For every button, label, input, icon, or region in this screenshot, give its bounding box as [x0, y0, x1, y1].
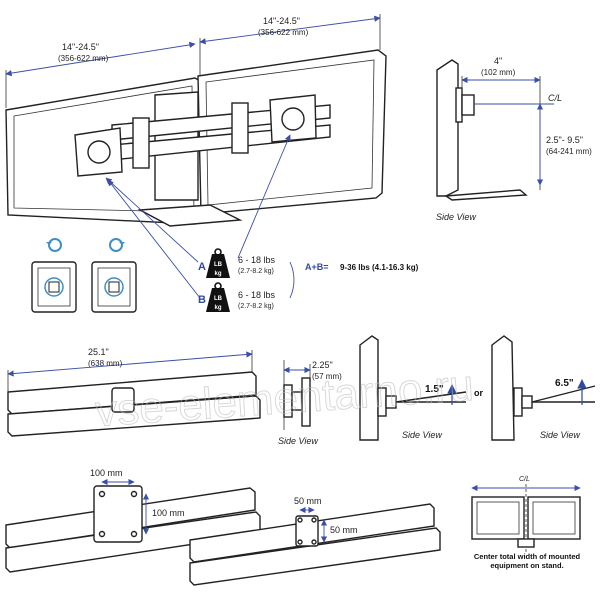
rotation-icons [31, 238, 137, 313]
vesa-100-width-label: 100 mm [90, 468, 123, 478]
rotation-icon-landscape [91, 238, 137, 313]
rotate-cw-icon [48, 238, 62, 252]
center-left-monitor [471, 496, 525, 540]
tilt-monitor-2 [491, 335, 515, 441]
callout-a-line-right [237, 134, 291, 259]
svg-text:LB: LB [214, 296, 223, 302]
side-view-caption-top: Side View [436, 212, 476, 222]
left-vesa-hub [87, 140, 111, 164]
left-width-label: 14"-24.5" [62, 42, 99, 52]
side-view-depth: 2.25" (57 mm) Side View [278, 360, 342, 446]
svg-text:LB: LB [214, 262, 223, 268]
depth-label: 2.25" [312, 360, 333, 370]
tilt-value-2: 6.5" [555, 378, 574, 389]
callout-b-line-left [107, 179, 201, 299]
centerline-label: C/L [548, 93, 562, 103]
bar-length-label: 25.1" [88, 347, 109, 357]
crossbar-length-view: 25.1" (638 mm) [7, 347, 261, 437]
vesa-50-plate [295, 515, 319, 547]
side-view-caption-2: Side View [402, 430, 442, 440]
side-height-mm-label: (64-241 mm) [546, 147, 592, 156]
weight-capacity: A LB kg 6 - 18 lbs (2.7-8.2 kg) B LB kg … [198, 248, 419, 312]
vesa-100-height-label: 100 mm [152, 508, 185, 518]
svg-text:kg: kg [214, 271, 221, 277]
weight-b-range-kg: (2.7-8.2 kg) [238, 303, 274, 310]
vesa-50-view: 50 mm 50 mm [189, 496, 441, 586]
weight-sum-label: A+B= [305, 262, 329, 272]
side-view-tilt-1: 1.5" Side View [359, 335, 467, 441]
dual-monitor-front-view [5, 49, 387, 227]
left-width-mm-label: (356-622 mm) [58, 54, 109, 63]
vesa-50-width-label: 50 mm [294, 496, 322, 506]
weight-sum-brace [289, 261, 295, 299]
right-width-mm-label: (356-622 mm) [258, 28, 309, 37]
side-view-caption-3: Side View [540, 430, 580, 440]
weight-sum-value: 9-36 lbs (4.1-16.3 kg) [340, 263, 419, 272]
watermark: vse-elementarno.ru [94, 361, 476, 436]
vesa-50-bar-lower [189, 527, 441, 586]
tilt-value-1: 1.5" [425, 384, 444, 395]
center-cl-label: C/L [519, 476, 530, 483]
side-view-caption-1: Side View [278, 436, 318, 446]
top-width-dimensions: 14"-24.5" (356-622 mm) 14"-24.5" (356-62… [5, 14, 381, 108]
weight-b-letter: B [198, 294, 206, 306]
or-label: or [474, 388, 483, 398]
side-width-mm-label: (102 mm) [481, 68, 516, 77]
weight-a-letter: A [198, 261, 206, 273]
side-view-tilt-2: 6.5" Side View [491, 335, 596, 441]
side-monitor-profile [436, 59, 459, 197]
callout-a-line [105, 177, 199, 263]
center-right-monitor [527, 496, 581, 540]
side-height-label: 2.5"- 9.5" [546, 135, 583, 145]
bar-center-bracket [111, 387, 135, 413]
left-arm-clamp [132, 117, 150, 169]
vesa-100-plate [93, 485, 143, 543]
right-width-label: 14"-24.5" [263, 16, 300, 26]
depth-mm-label: (57 mm) [312, 372, 342, 381]
weight-b-icon [206, 288, 230, 312]
side-width-label: 4" [494, 56, 502, 66]
svg-text:kg: kg [214, 305, 221, 311]
weight-b-range: 6 - 18 lbs [238, 290, 276, 300]
center-alignment-diagram: C/L Center total width of mounted equipm… [471, 476, 581, 570]
weight-a-range: 6 - 18 lbs [238, 255, 276, 265]
bar-lower [7, 395, 261, 437]
side-view-top: 4" (102 mm) C/L 2.5"- 9.5" (64-241 mm) S… [436, 56, 592, 222]
rotate-ccw-icon [109, 238, 123, 252]
weight-a-range-kg: (2.7-8.2 kg) [238, 268, 274, 275]
bar-length-mm-label: (638 mm) [88, 359, 123, 368]
vesa-50-height-label: 50 mm [330, 525, 358, 535]
right-vesa-hub [281, 107, 305, 131]
center-note: Center total width of mounted equipment … [474, 552, 580, 570]
right-arm-clamp [231, 102, 249, 154]
stand-base [137, 204, 243, 227]
rotation-icon-portrait [31, 238, 77, 313]
weight-a-icon [206, 254, 230, 278]
